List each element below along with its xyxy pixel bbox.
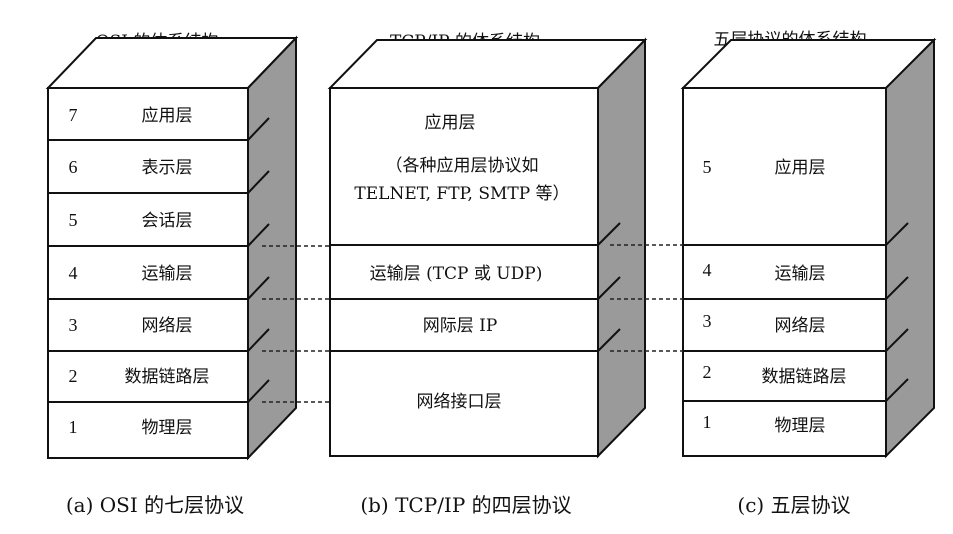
tcpip-top-face	[327, 39, 648, 89]
layer-number: 2	[69, 366, 78, 386]
layer-number: 3	[703, 311, 712, 331]
layer-name: 会话层	[142, 211, 193, 231]
five-layer-1: 1 物理层	[703, 412, 826, 436]
five-layer-2: 2 数据链路层	[703, 362, 847, 387]
layer-name: 运输层	[142, 264, 193, 284]
five-layer-3: 3 网络层	[703, 311, 826, 336]
layer-name: 应用层	[775, 158, 826, 178]
tcpip-front-face	[329, 87, 599, 457]
layer-number: 5	[703, 157, 712, 177]
osi-layer-1: 1 物理层	[69, 417, 193, 438]
layer-number: 6	[69, 157, 78, 177]
layer-name: 网络层	[775, 316, 826, 336]
five-layer-4: 4 运输层	[703, 260, 826, 284]
five-front-face	[682, 87, 887, 457]
osi-caption: (a) OSI 的七层协议	[66, 493, 244, 517]
tcpip-transport-layer: 运输层 (TCP 或 UDP)	[370, 264, 543, 284]
layer-name: 应用层	[142, 106, 193, 126]
layer-number: 4	[703, 260, 712, 280]
five-layer-caption: (c) 五层协议	[737, 493, 850, 517]
tcpip-stack: 应用层 （各种应用层协议如 TELNET, FTP, SMTP 等） 运输层 (…	[327, 37, 648, 459]
layer-number: 4	[69, 263, 78, 283]
layer-name: 物理层	[775, 416, 826, 436]
five-layer-stack: 5 应用层 4 运输层 3 网络层 2 数据链路层 1 物理层	[680, 37, 937, 459]
osi-layer-6: 6 表示层	[69, 157, 193, 178]
tcpip-side-face	[597, 37, 646, 459]
layer-name: 运输层	[775, 264, 826, 284]
layer-number: 1	[69, 417, 78, 437]
tcpip-network-interface-layer: 网络接口层	[417, 392, 502, 412]
correspondence-lines	[262, 244, 683, 403]
layer-number: 7	[69, 105, 78, 125]
layer-number: 2	[703, 362, 712, 382]
layer-name: 运输层 (TCP 或 UDP)	[370, 264, 543, 284]
layer-name: 表示层	[142, 158, 193, 178]
layer-name: 网络层	[142, 316, 193, 336]
layer-number: 3	[69, 315, 78, 335]
layer-name: 数据链路层	[762, 367, 847, 387]
layer-number: 1	[703, 412, 712, 432]
osi-layer-5: 5 会话层	[69, 210, 193, 231]
tcpip-caption: (b) TCP/IP 的四层协议	[360, 493, 571, 517]
tcpip-internet-layer: 网际层 IP	[423, 316, 498, 336]
osi-layer-3: 3 网络层	[69, 315, 193, 336]
layer-name: 数据链路层	[125, 367, 210, 387]
layer-detail-line1: （各种应用层协议如	[386, 156, 539, 176]
layer-name: 应用层	[425, 113, 476, 133]
osi-front-face	[47, 87, 249, 459]
osi-layer-7: 7 应用层	[69, 105, 193, 126]
layer-number: 5	[69, 210, 78, 230]
tcpip-application-layer: 应用层 （各种应用层协议如 TELNET, FTP, SMTP 等）	[354, 113, 569, 204]
osi-layer-2: 2 数据链路层	[69, 366, 210, 387]
osi-layer-4: 4 运输层	[69, 263, 193, 284]
osi-stack: 7 应用层 6 表示层 5 会话层 4 运输层 3 网络层 2 数据链路层 1 …	[45, 35, 299, 461]
five-layer-5: 5 应用层	[703, 157, 826, 178]
layer-detail-line2: TELNET, FTP, SMTP 等）	[354, 184, 569, 204]
layer-name: 物理层	[142, 418, 193, 438]
layer-name: 网际层 IP	[423, 316, 498, 336]
layer-name: 网络接口层	[417, 392, 502, 412]
